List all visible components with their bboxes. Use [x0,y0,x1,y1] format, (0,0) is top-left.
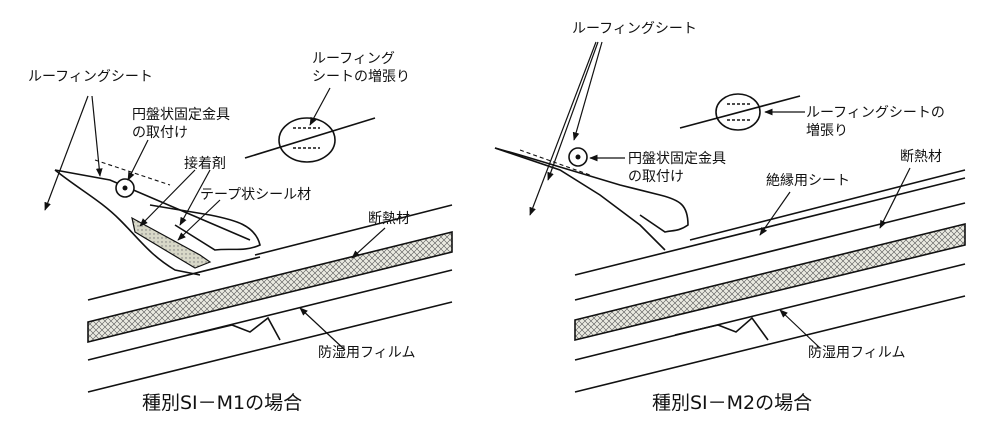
right-overlap-symbol [679,93,801,131]
left-vapor-line [87,269,453,361]
right-disc-fastener-center [575,154,581,160]
left-roofing-lower-line [87,256,261,301]
right-label-vapor-film: 防湿用フィルム [808,345,906,361]
right-vapor-line [574,263,966,361]
right-label-insulating-sheet: 絶縁用シート [766,173,850,189]
right-insulation-band [574,222,966,342]
left-label-adhesive: 接着剤 [184,156,226,172]
right-insulating-line [574,177,966,276]
right-layers [494,147,966,393]
right-dashed-line [519,149,591,176]
left-label-roofing-sheet: ルーフィングシート [28,69,153,85]
left-adhesive-strip [131,216,212,269]
left-dashed-line [94,159,171,186]
right-label-roofing-sheet: ルーフィングシート [572,21,697,37]
left-curl-flap [149,204,261,251]
right-caption: 種別SI－M2の場合 [652,392,813,414]
right-roofing-top-line [689,169,966,241]
right-insulating-line-2 [574,202,966,301]
left-caption: 種別SI－M1の場合 [142,392,303,414]
right-vapor-fold [674,316,769,341]
left-label-vapor-film: 防湿用フィルム [318,345,416,361]
left-deck-line [87,301,453,393]
right-deck-line [574,295,966,393]
left-label-overlap: ルーフィング シートの増張り [312,51,410,85]
left-overlap-symbol [244,117,376,163]
left-vapor-fold [189,316,281,341]
left-roofing-top-line [254,204,453,256]
left-sheet-top [54,169,251,241]
left-disc-fastener-center [122,185,128,191]
left-label-tape-seal: テープ状シール材 [200,187,312,203]
right-label-insulation: 断熱材 [900,149,942,165]
right-arrows [529,41,911,349]
right-curl-flap [494,147,689,233]
left-sheet-edge [54,169,201,276]
right-label-disc-fastener: 円盤状固定金具 の取付け [628,151,726,185]
left-layers [54,159,453,393]
right-sheet-edge [494,147,666,251]
left-arrows [44,87,386,351]
left-label-disc-fastener: 円盤状固定金具 の取付け [132,107,230,141]
left-insulation-band [87,230,453,344]
right-label-overlap: ルーフィングシートの 増張り [806,105,945,139]
left-label-insulation: 断熱材 [368,211,410,227]
